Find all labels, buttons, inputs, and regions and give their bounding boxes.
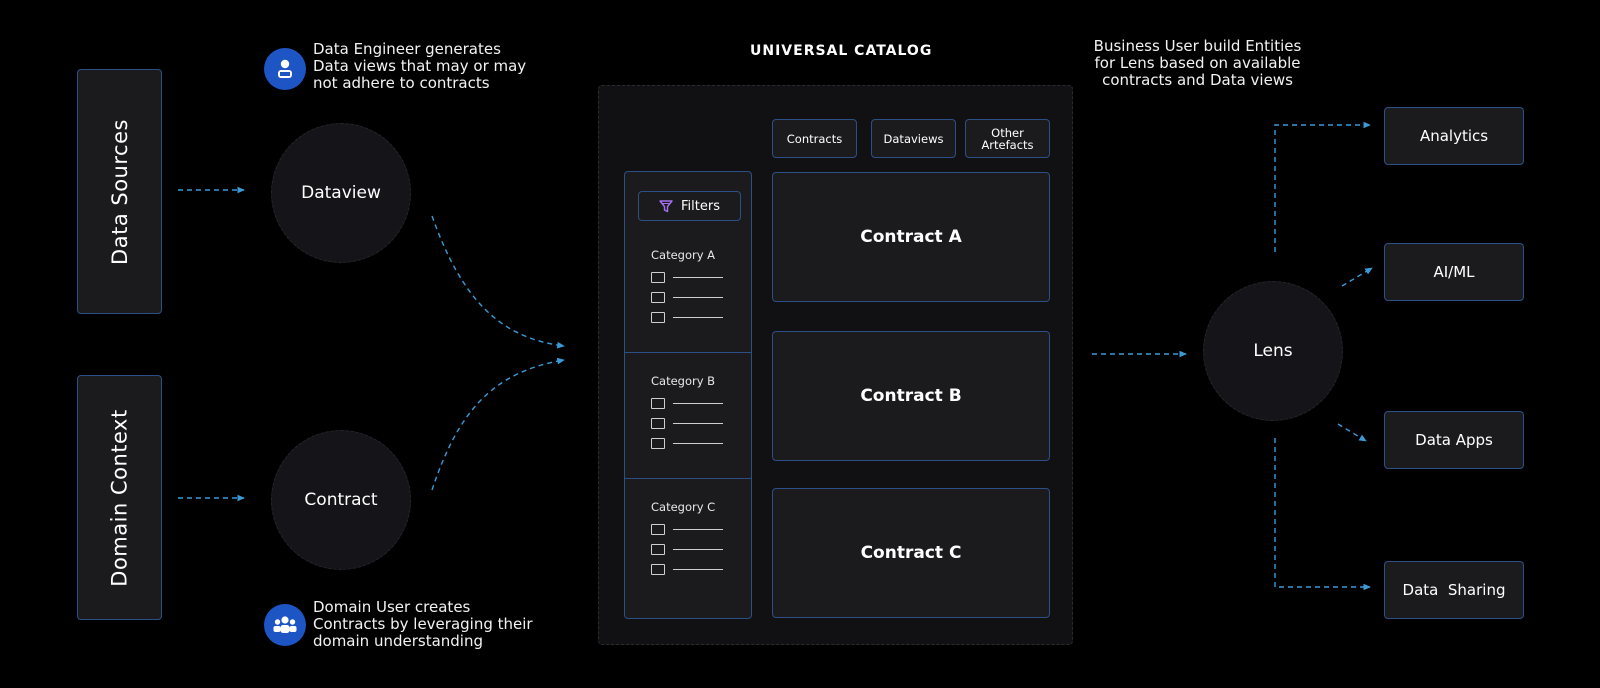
category-a-options xyxy=(651,272,723,323)
data-sources-label: Data Sources xyxy=(107,118,132,265)
option-placeholder-line xyxy=(673,316,723,319)
domain-user-note: Domain User creates Contracts by leverag… xyxy=(313,599,563,650)
arrow-contract-to-catalog xyxy=(431,357,565,491)
engineer-note-line: Data views that may or may xyxy=(313,57,527,75)
arrow-dataview-to-catalog xyxy=(431,215,565,349)
domain-context-label: Domain Context xyxy=(107,408,132,587)
business-user-note-line: for Lens based on available xyxy=(1094,54,1301,72)
checkbox[interactable] xyxy=(651,418,665,429)
checkbox[interactable] xyxy=(651,564,665,575)
checkbox[interactable] xyxy=(651,312,665,323)
tab-other-artefacts[interactable]: Other Artefacts xyxy=(965,119,1050,158)
domain-user-note-line: Domain User creates xyxy=(313,598,471,616)
arrow-lens-to-dataapps xyxy=(1337,423,1367,442)
option-placeholder-line xyxy=(673,296,723,299)
lens-node: Lens xyxy=(1203,281,1343,421)
option-placeholder-line xyxy=(673,442,723,445)
category-b-options xyxy=(651,398,723,449)
arrow-lens-to-aiml xyxy=(1341,267,1373,287)
option-placeholder-line xyxy=(673,422,723,425)
contract-label: Contract xyxy=(304,490,378,510)
option-placeholder-line xyxy=(673,568,723,571)
business-user-note-line: Business User build Entities xyxy=(1093,37,1302,55)
category-b-label: Category B xyxy=(651,374,716,388)
checkbox[interactable] xyxy=(651,438,665,449)
engineer-avatar-icon xyxy=(264,48,306,90)
catalog-title: UNIVERSAL CATALOG xyxy=(750,43,933,59)
data-sources-box: Data Sources xyxy=(77,69,162,314)
output-ai-ml: AI/ML xyxy=(1384,243,1524,301)
filters-button[interactable]: Filters xyxy=(638,191,741,221)
filters-label: Filters xyxy=(681,198,720,214)
output-analytics: Analytics xyxy=(1384,107,1524,165)
domain-user-note-line: Contracts by leveraging their xyxy=(313,615,533,633)
domain-context-box: Domain Context xyxy=(77,375,162,620)
option-placeholder-line xyxy=(673,528,723,531)
contract-card-c[interactable]: Contract C xyxy=(772,488,1050,618)
category-divider xyxy=(625,352,751,353)
domain-user-avatar-icon xyxy=(264,604,306,646)
output-data-apps: Data Apps xyxy=(1384,411,1524,469)
arrow-lens-to-datasharing xyxy=(1274,438,1371,591)
dataview-node: Dataview xyxy=(271,123,411,263)
filter-sidebar xyxy=(624,171,752,619)
business-user-note: Business User build Entities for Lens ba… xyxy=(1080,38,1315,89)
option-placeholder-line xyxy=(673,548,723,551)
output-data-sharing: Data Sharing xyxy=(1384,561,1524,619)
filter-icon xyxy=(659,199,673,212)
engineer-note-line: Data Engineer generates xyxy=(313,40,501,58)
category-divider xyxy=(625,478,751,479)
dataview-label: Dataview xyxy=(301,183,381,203)
contract-node: Contract xyxy=(271,430,411,570)
lens-label: Lens xyxy=(1253,341,1293,361)
tab-dataviews[interactable]: Dataviews xyxy=(871,119,956,158)
category-a-label: Category A xyxy=(651,248,716,262)
engineer-note: Data Engineer generates Data views that … xyxy=(313,41,553,92)
contract-card-b[interactable]: Contract B xyxy=(772,331,1050,461)
checkbox[interactable] xyxy=(651,544,665,555)
category-c-options xyxy=(651,524,723,575)
checkbox[interactable] xyxy=(651,524,665,535)
domain-user-note-line: domain understanding xyxy=(313,632,483,650)
tab-contracts[interactable]: Contracts xyxy=(772,119,857,158)
checkbox[interactable] xyxy=(651,272,665,283)
engineer-note-line: not adhere to contracts xyxy=(313,74,490,92)
option-placeholder-line xyxy=(673,402,723,405)
business-user-note-line: contracts and Data views xyxy=(1102,71,1293,89)
checkbox[interactable] xyxy=(651,292,665,303)
arrow-lens-to-analytics xyxy=(1274,121,1371,252)
checkbox[interactable] xyxy=(651,398,665,409)
option-placeholder-line xyxy=(673,276,723,279)
contract-card-a[interactable]: Contract A xyxy=(772,172,1050,302)
category-c-label: Category C xyxy=(651,500,716,514)
